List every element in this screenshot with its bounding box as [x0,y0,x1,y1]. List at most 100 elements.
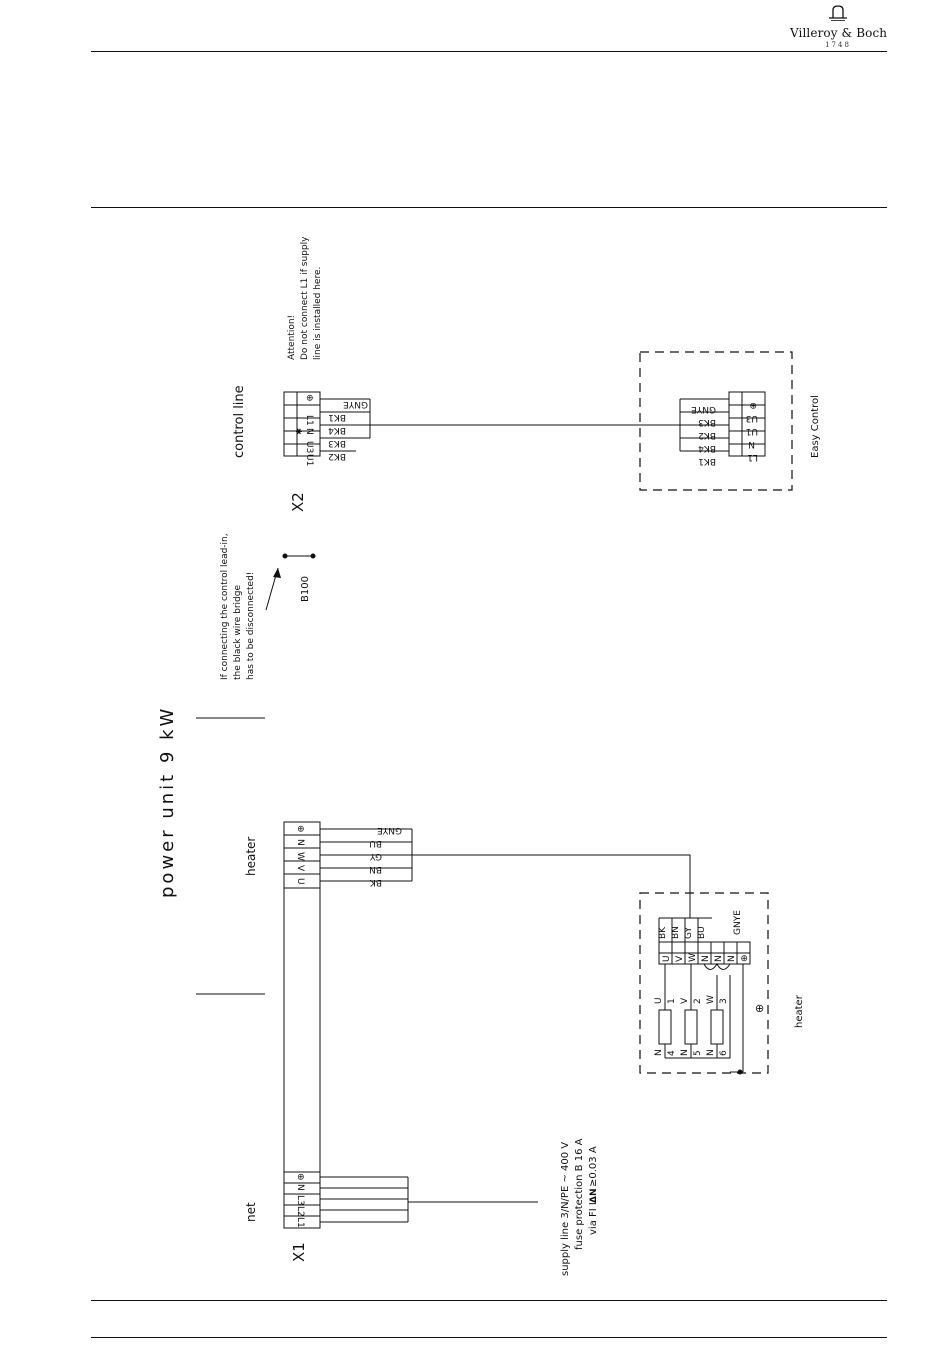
element-1-top: U [654,997,664,1004]
diagram-title: power unit 9 kW [157,706,178,898]
element-1-num-top: 1 [667,998,677,1004]
x2-wire-bk4: BK4 [328,425,346,435]
easy-control-terminal-block [728,391,766,457]
ec-wire-gnye: GNYE [691,404,716,414]
ec-terminal-n: N [748,439,755,449]
x2-terminal-u1: U1 [304,454,314,466]
net-terminal-earth: ⊕ [295,1173,305,1181]
hu-wire-bn: BN [671,926,681,939]
net-terminal-block [283,1171,321,1229]
easy-control-terminal-labels: L1 N U1 U3 ⊕ [746,400,758,462]
x2-wire-gnye: GNYE [343,399,368,409]
bridge-note-line-3: has to be disconnected! [246,572,256,680]
control-line-label: control line [232,385,247,458]
net-terminal-l2: L2 [295,1206,305,1217]
header-rule-bottom [91,207,887,208]
net-terminal-l1: L1 [295,1217,305,1228]
heater-terminal-v: V [295,865,305,872]
heater-unit-box [639,892,769,1074]
heating-element-1 [658,964,672,1058]
heater-terminal-n: N [295,839,305,846]
ec-terminal-u3: U3 [746,413,758,423]
heater-block-label: heater [244,837,258,876]
heater-unit-terminal-labels: U V W N N N ⊕ [662,953,750,962]
heater-unit-wires [658,917,712,942]
hu-terminal-earth: ⊕ [740,954,750,962]
hu-wire-gy: GY [684,926,694,939]
terminal-strip [283,821,321,1229]
x2-terminal-earth: ⊕ [304,394,314,402]
element-2-bottom: N [680,1049,690,1056]
attention-line-2: Do not connect L1 if supply [300,236,310,360]
heating-element-2 [684,964,698,1058]
attention-note: Attention! Do not connect L1 if supply l… [287,236,323,360]
x2-terminal-note: ✱ [294,428,303,435]
x2-terminal-n: N [304,428,314,435]
ec-terminal-earth: ⊕ [749,400,757,410]
element-3-num-top: 3 [719,998,729,1004]
element-2-top: V [680,997,690,1004]
net-wire-lines [320,1176,538,1223]
easy-control-label: Easy Control [810,395,821,458]
net-terminal-l3: L3 [295,1195,305,1206]
heater-wire-lines [320,828,413,882]
heater-terminal-earth: ⊕ [295,825,305,833]
heater-terminal-u: U [295,878,305,885]
bridge-note: If connecting the control lead-in, the b… [220,533,256,680]
hu-terminal-w: W [688,953,698,962]
logo-mark-icon [829,5,847,21]
attention-line-1: Attention! [287,315,297,360]
element-2-num-bottom: 5 [693,1050,703,1056]
net-block-label: net [244,1202,258,1222]
heater-terminal-labels: U V W N ⊕ [295,825,305,885]
earth-wire [730,964,744,1075]
ec-terminal-l1: L1 [747,452,758,462]
easy-control-wire-labels: BK1 BK4 BK2 BK3 GNYE [691,404,716,466]
x2-terminal-labels: U1 U3 N L1 ⊕ [304,394,314,466]
header-rule-top [91,51,887,52]
supply-line-3: via FI I [588,1202,599,1235]
brand-name: Villeroy & Boch [790,26,888,40]
bridge-b100-icon [282,553,316,559]
heater-wire-bn: BN [369,864,382,874]
ec-wire-bk3: BK3 [698,417,716,427]
net-terminal-n: N [295,1184,305,1191]
x2-wire-bk3: BK3 [328,438,346,448]
hu-terminal-n2: N [714,955,724,962]
heater-wire-bk: BK [369,877,382,887]
hu-terminal-n3: N [727,955,737,962]
footer-rule-top [91,1300,887,1301]
element-1-bottom: N [654,1049,664,1056]
ec-terminal-u1: U1 [746,426,758,436]
heater-wire-gnye: GNYE [377,825,402,835]
hu-terminal-u: U [662,955,672,962]
element-1-num-bottom: 4 [667,1050,677,1056]
bridge-arrow-icon [265,567,281,611]
hu-terminal-v: V [675,955,685,962]
supply-line-2: fuse protection B 16 A [574,1138,585,1250]
heating-element-labels: U V W 1 2 3 N N N 4 5 6 [654,995,729,1056]
easy-control-box [639,351,793,491]
bridge-label: B100 [300,576,311,602]
heating-element-3 [710,975,724,1058]
element-3-num-bottom: 6 [719,1050,729,1056]
heater-terminal-w: W [295,852,305,861]
supply-fi-symbol: ΔN [589,1189,599,1204]
supply-fi-value: ≥0.03 A [588,1146,599,1187]
heater-cable [412,854,691,918]
ec-wire-bk1: BK1 [698,456,716,466]
element-3-top: W [706,995,716,1004]
heater-unit-wire-labels: BK BN GY BU GNYE [658,910,743,939]
supply-note: supply line 3/N/PE ~ 400 V fuse protecti… [560,1138,599,1276]
element-3-bottom: N [706,1049,716,1056]
attention-line-3: line is installed here. [313,267,323,360]
heater-terminal-block [283,821,321,889]
x2-wire-lines [320,398,371,452]
bridge-note-line-2: the black wire bridge [233,585,243,680]
net-terminal-labels: L1 L2 L3 N ⊕ [295,1173,305,1228]
heater-wire-labels: BK BN GY BU GNYE [369,825,402,887]
footer-rule-bottom [91,1337,887,1338]
ec-wire-bk4: BK4 [698,443,716,453]
hu-wire-bu: BU [697,926,707,939]
